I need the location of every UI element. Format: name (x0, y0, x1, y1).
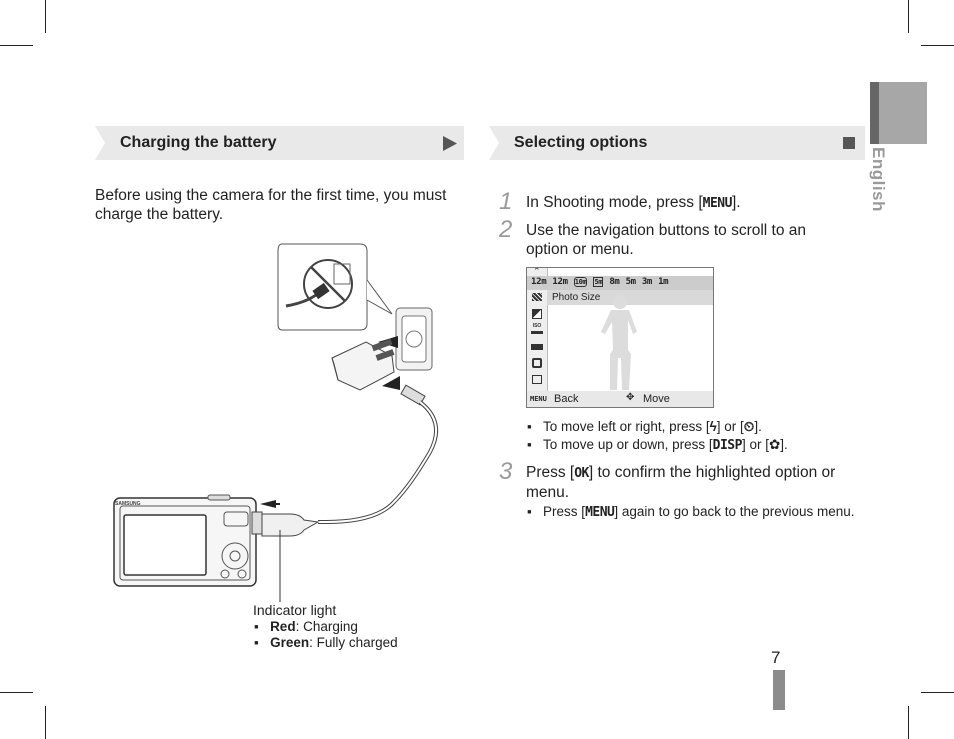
step-number: 3 (499, 458, 513, 485)
screen-footer (527, 391, 713, 407)
crop-mark (0, 45, 33, 46)
option-label: Photo Size (552, 292, 601, 303)
disp-key-icon: DISP (712, 438, 743, 453)
play-triangle-icon (443, 136, 457, 151)
crop-mark (0, 692, 33, 693)
menu-key-icon: MENU (702, 196, 733, 211)
section-banner-charging: Charging the battery (95, 126, 464, 160)
crop-mark (908, 0, 909, 33)
indicator-light-title: Indicator light (253, 602, 337, 618)
crop-mark (45, 0, 46, 33)
indicator-item-red: ▪ Red: Charging (254, 619, 358, 634)
step-number: 1 (499, 188, 513, 215)
menu-key-icon: MENU (585, 505, 615, 520)
back-key-icon: MENU (530, 395, 547, 403)
step-text: In Shooting mode, press [MENU]. (526, 194, 741, 211)
page-number: 7 (771, 648, 781, 667)
step-number: 2 (499, 216, 513, 243)
step-text: Use the navigation buttons to scroll to … (526, 222, 807, 258)
size-option[interactable]: 1m (658, 277, 669, 287)
size-option[interactable]: 10m (573, 277, 588, 287)
size-option[interactable]: 5m (593, 277, 604, 287)
photo-size-row (547, 290, 713, 305)
crop-mark (921, 692, 954, 693)
iso-icon: ISO (531, 324, 543, 334)
bullet-mark: ▪ (254, 619, 259, 634)
bullet-up-down: ▪ To move up or down, press [DISP] or [✿… (527, 437, 788, 453)
page-number-bar (773, 670, 785, 710)
flash-icon: ϟ (709, 419, 717, 434)
size-option[interactable]: 12m (552, 277, 568, 287)
self-timer-icon: ⏲ (743, 419, 755, 434)
face-detection-icon (532, 358, 542, 368)
end-square-icon (843, 137, 855, 149)
crop-mark (921, 45, 954, 46)
step-text: Press [OK] to confirm the highlighted op… (526, 464, 836, 501)
chevron-up-icon: ⌃ (533, 267, 541, 276)
bullet-back: ▪ Press [MENU] again to go back to the p… (527, 504, 855, 520)
crop-mark (908, 706, 909, 739)
move-label[interactable]: Move (643, 393, 670, 405)
section-title: Charging the battery (120, 134, 277, 151)
size-options-row (527, 276, 713, 290)
size-options: 12m 12m 10m 5m 8m 5m 3m 1m (531, 277, 669, 287)
macro-icon: ✿ (768, 437, 781, 452)
language-tab (870, 82, 927, 144)
charging-illustration: SAMSUNG (113, 243, 439, 602)
bullet-left-right: ▪ To move left or right, press [ϟ] or [⏲… (527, 419, 762, 434)
svg-text:SAMSUNG: SAMSUNG (115, 501, 141, 507)
move-arrows-icon: ✥ (626, 392, 635, 403)
size-option[interactable]: 12m (531, 277, 547, 287)
language-label: English (869, 147, 888, 212)
focus-area-icon (532, 375, 542, 384)
white-balance-icon (531, 344, 543, 350)
size-option[interactable]: 5m (625, 277, 637, 287)
back-label[interactable]: Back (554, 393, 579, 405)
bullet-mark: ▪ (254, 635, 259, 650)
exposure-icon (532, 309, 542, 319)
quality-icon (532, 293, 542, 301)
size-option[interactable]: 3m (641, 277, 653, 287)
person-silhouette (601, 295, 637, 390)
size-option[interactable]: 8m (609, 277, 620, 287)
crop-mark (45, 706, 46, 739)
section-title: Selecting options (514, 134, 648, 151)
ok-key-icon: OK (574, 466, 589, 481)
language-tab-edge (870, 82, 879, 144)
indicator-item-green: ▪ Green: Fully charged (254, 635, 398, 650)
section-banner-options: Selecting options (489, 126, 865, 160)
intro-text: Before using the camera for the first ti… (95, 187, 447, 223)
